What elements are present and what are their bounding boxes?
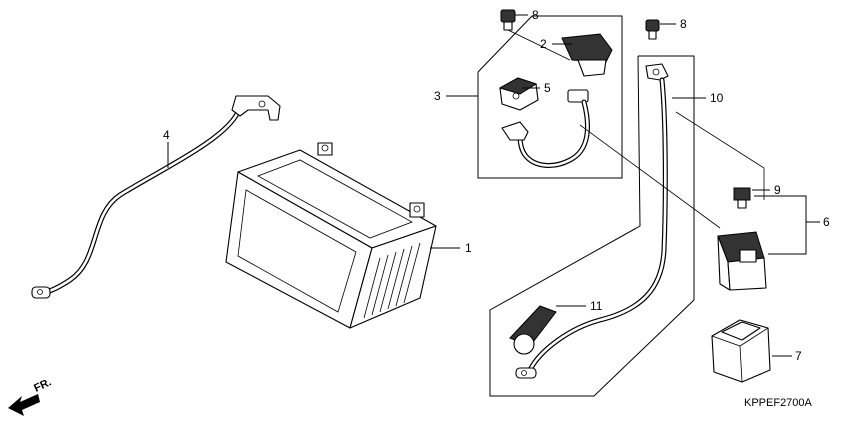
part-8-bolt-a[interactable] bbox=[500, 9, 516, 31]
callout-8b: 8 bbox=[680, 17, 687, 31]
callouts: 1 2 3 4 5 6 7 8 8 9 10 11 bbox=[163, 8, 830, 363]
part-7-relay-cover[interactable] bbox=[711, 319, 771, 383]
leader-lines bbox=[579, 111, 765, 229]
part-5-terminal-cap[interactable] bbox=[498, 77, 539, 111]
part-8-bolt-b[interactable] bbox=[645, 19, 660, 40]
part-3-positive-harness[interactable] bbox=[501, 89, 590, 168]
battery-terminal-negative bbox=[317, 142, 333, 156]
front-direction-label: FR. bbox=[32, 376, 53, 394]
callout-4: 4 bbox=[163, 128, 170, 142]
part-1-battery[interactable] bbox=[225, 142, 437, 329]
callout-6: 6 bbox=[823, 215, 830, 229]
callout-1: 1 bbox=[465, 241, 472, 255]
battery-side-ribs bbox=[363, 242, 421, 319]
part-10-starter-cable[interactable] bbox=[515, 63, 669, 379]
callout-10: 10 bbox=[710, 91, 724, 105]
front-arrow-icon bbox=[8, 394, 40, 416]
part-9-fuse[interactable] bbox=[733, 187, 751, 209]
callout-7: 7 bbox=[795, 349, 802, 363]
battery-terminal-positive bbox=[409, 202, 425, 218]
callout-5: 5 bbox=[544, 81, 551, 95]
part-11-terminal-boot[interactable] bbox=[509, 305, 557, 355]
part-2-terminal-cover[interactable] bbox=[561, 33, 613, 77]
callout-8a: 8 bbox=[532, 8, 539, 22]
callout-11: 11 bbox=[590, 299, 603, 313]
part-6-starter-relay[interactable] bbox=[717, 231, 767, 291]
part-3-group-box bbox=[477, 15, 623, 179]
part-10-group-box bbox=[489, 55, 695, 397]
callout-3: 3 bbox=[434, 89, 441, 103]
part-4-negative-cable[interactable] bbox=[31, 95, 281, 299]
callout-9: 9 bbox=[774, 183, 781, 197]
diagram-code: KPPEF2700A bbox=[744, 397, 813, 409]
callout-2: 2 bbox=[540, 37, 547, 51]
front-direction-indicator: FR. bbox=[8, 376, 53, 416]
